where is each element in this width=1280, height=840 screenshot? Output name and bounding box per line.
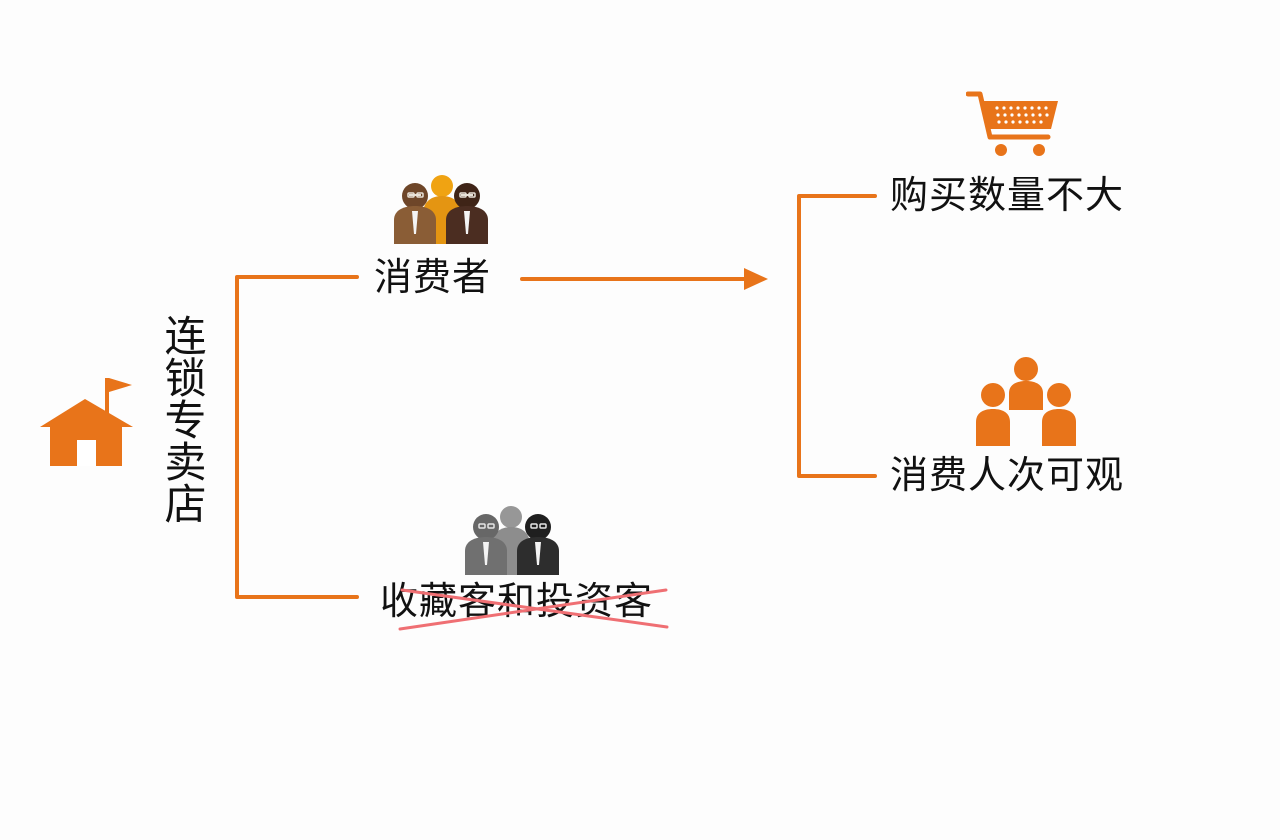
- consumer-people-icon: [394, 175, 488, 244]
- collector-people-icon: [465, 506, 559, 575]
- collector-label-group: 收藏客和投资客: [380, 582, 680, 632]
- consumer-arrowhead: [744, 268, 768, 290]
- left-bracket-line: [235, 275, 359, 599]
- house-flag-icon: [40, 378, 133, 466]
- people-group-icon: [976, 357, 1076, 446]
- strikethrough-x-mark: [398, 588, 669, 631]
- collector-label: 收藏客和投资客: [380, 579, 654, 623]
- shopping-cart-icon: [966, 91, 1058, 156]
- root-label: 连锁专卖店: [158, 314, 207, 524]
- right-bracket-line: [797, 194, 877, 478]
- visits-large-label: 消费人次可观: [890, 453, 1125, 497]
- consumer-label: 消费者: [374, 255, 492, 299]
- purchase-small-label: 购买数量不大: [890, 173, 1125, 217]
